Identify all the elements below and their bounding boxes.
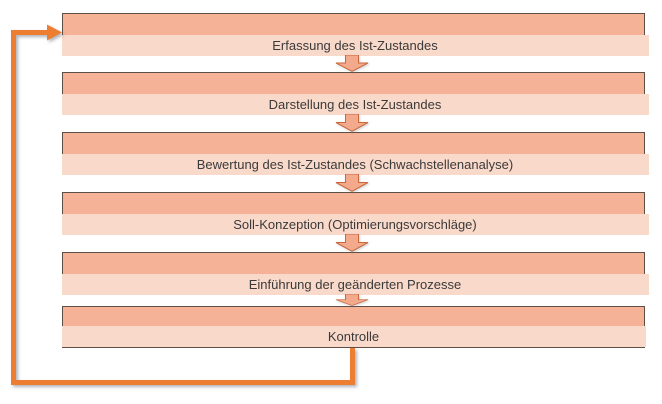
step-box-einfuehrung: Einführung der geänderten Prozesse — [61, 252, 649, 295]
step-label-band: Bewertung des Ist-Zustandes (Schwachstel… — [61, 153, 649, 175]
down-arrow-icon — [335, 114, 369, 132]
step-label: Darstellung des Ist-Zustandes — [268, 96, 442, 112]
step-box-darstellung: Darstellung des Ist-Zustandes — [61, 72, 649, 115]
step-label-band: Darstellung des Ist-Zustandes — [61, 93, 649, 115]
step-label: Einführung der geänderten Prozesse — [248, 276, 462, 292]
step-label-band: Soll-Konzeption (Optimierungsvorschläge) — [61, 213, 649, 235]
step-box-bewertung: Bewertung des Ist-Zustandes (Schwachstel… — [61, 132, 649, 175]
step-label: Kontrolle — [327, 329, 380, 344]
down-arrow-icon — [335, 234, 369, 252]
down-arrow-icon — [335, 55, 369, 72]
step-label: Erfassung des Ist-Zustandes — [272, 37, 438, 53]
step-box-kontrolle: Kontrolle — [61, 306, 646, 348]
step-box-soll-konzeption: Soll-Konzeption (Optimierungsvorschläge) — [61, 192, 649, 235]
step-label-band: Kontrolle — [61, 326, 646, 347]
step-box-erfassung: Erfassung des Ist-Zustandes — [61, 13, 649, 56]
down-arrow-icon — [335, 174, 369, 192]
step-label: Bewertung des Ist-Zustandes (Schwachstel… — [196, 156, 514, 172]
down-arrow-icon — [335, 294, 369, 306]
step-label: Soll-Konzeption (Optimierungsvorschläge) — [233, 216, 477, 232]
step-label-band: Erfassung des Ist-Zustandes — [61, 34, 649, 56]
step-label-band: Einführung der geänderten Prozesse — [61, 273, 649, 295]
